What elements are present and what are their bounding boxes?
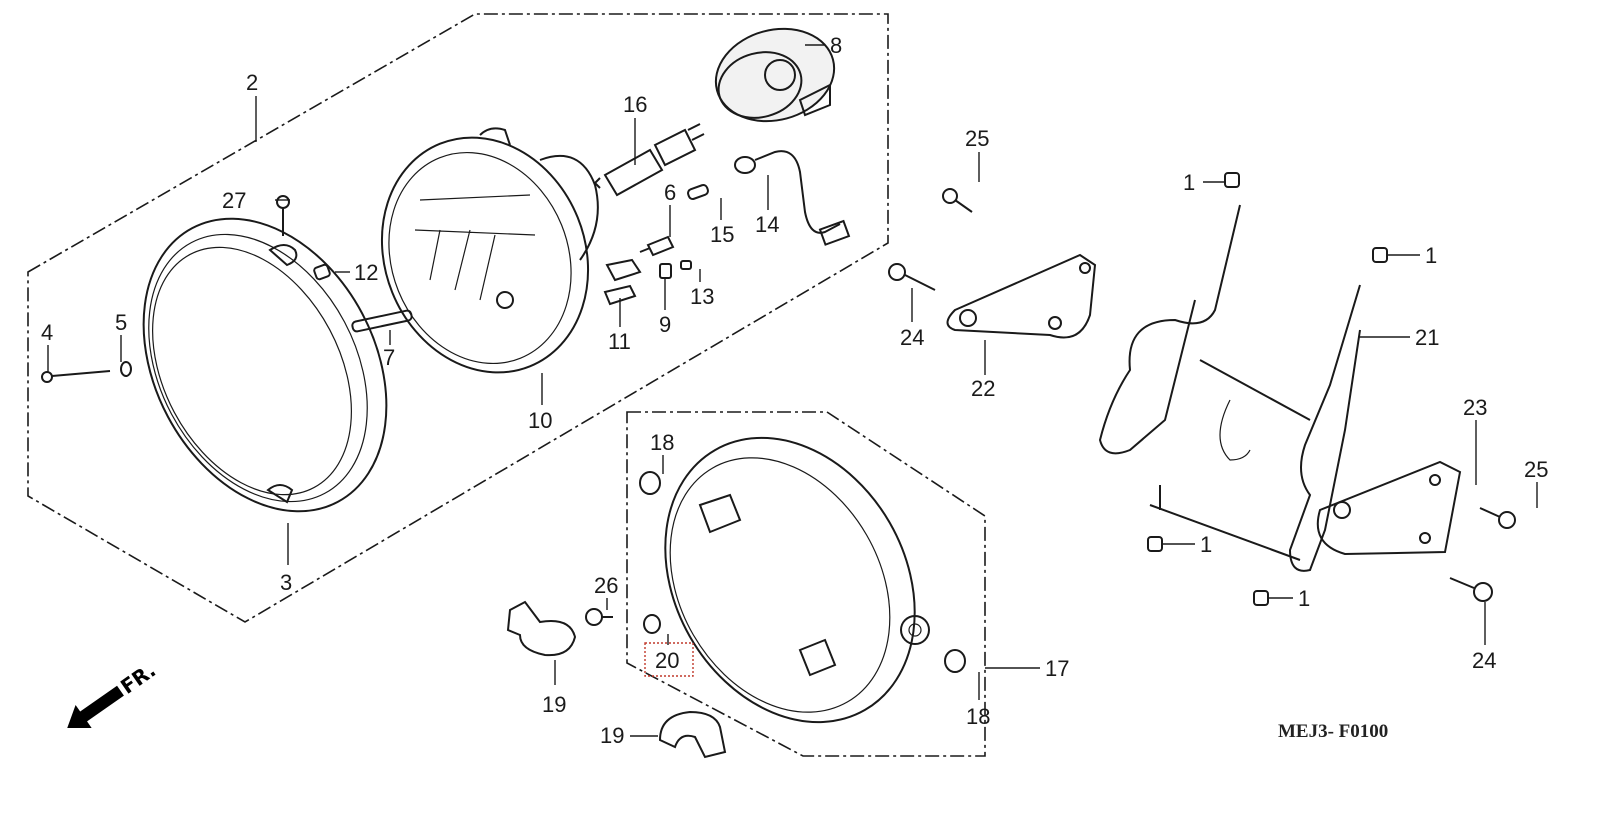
callout-1-mid: 1 bbox=[1200, 532, 1212, 557]
grommet-1b-part[interactable] bbox=[1372, 247, 1388, 263]
callout-24-right: 24 bbox=[1472, 648, 1496, 673]
callout-11: 11 bbox=[608, 329, 631, 354]
bolt-26-part[interactable] bbox=[585, 608, 613, 626]
bolt-25b-part[interactable] bbox=[1479, 507, 1516, 529]
washer-5-part[interactable] bbox=[120, 361, 132, 377]
callout-20[interactable]: 20 bbox=[655, 648, 679, 673]
clamp-19a-part[interactable] bbox=[506, 600, 577, 657]
small-bulb-15-part[interactable] bbox=[687, 184, 709, 200]
headlight-unit-part[interactable] bbox=[347, 106, 622, 403]
callout-1-top: 1 bbox=[1183, 170, 1195, 195]
callout-26: 26 bbox=[594, 573, 618, 598]
callout-19-bottom: 19 bbox=[600, 723, 624, 748]
callout-25-right: 25 bbox=[1524, 457, 1548, 482]
nut-20-part[interactable] bbox=[643, 614, 661, 634]
bolt-24a-part[interactable] bbox=[888, 263, 936, 291]
highlight-box-20 bbox=[644, 642, 694, 677]
callout-16: 16 bbox=[623, 92, 647, 117]
nut-12-part[interactable] bbox=[313, 263, 331, 281]
bolt-25a-part[interactable] bbox=[942, 188, 973, 213]
callout-19-left: 19 bbox=[542, 692, 566, 717]
spring-7-part[interactable] bbox=[351, 309, 413, 333]
callout-18-bottom: 18 bbox=[966, 704, 990, 729]
headlight-case-part[interactable] bbox=[615, 393, 964, 768]
headlight-stay-21-part[interactable] bbox=[1098, 204, 1361, 572]
socket-6-part[interactable] bbox=[639, 235, 675, 257]
socket-wire-part[interactable] bbox=[734, 150, 851, 246]
callout-1-right: 1 bbox=[1425, 243, 1437, 268]
plate-22-part[interactable] bbox=[946, 253, 1097, 339]
callout-21: 21 bbox=[1415, 325, 1439, 350]
screw-4-part[interactable] bbox=[41, 370, 111, 383]
callout-3: 3 bbox=[280, 570, 292, 595]
callout-10: 10 bbox=[528, 408, 552, 433]
callout-9: 9 bbox=[659, 312, 671, 337]
callout-7: 7 bbox=[383, 345, 395, 370]
nut-9-part[interactable] bbox=[659, 263, 672, 279]
clamp-19b-part[interactable] bbox=[658, 710, 727, 759]
grommet-1c-part[interactable] bbox=[1147, 536, 1163, 552]
callout-4: 4 bbox=[41, 320, 53, 345]
callout-13: 13 bbox=[690, 284, 714, 309]
bolt-24b-part[interactable] bbox=[1449, 577, 1493, 602]
callout-22: 22 bbox=[971, 376, 995, 401]
grommet-1d-part[interactable] bbox=[1253, 590, 1269, 606]
group-box-17 bbox=[626, 411, 986, 757]
callout-18-top: 18 bbox=[650, 430, 674, 455]
front-direction-indicator: FR. bbox=[67, 658, 160, 728]
group-box-2 bbox=[27, 13, 889, 623]
grommet-18b-part[interactable] bbox=[944, 649, 966, 673]
front-label: FR. bbox=[116, 658, 160, 699]
callout-25-left: 25 bbox=[965, 126, 989, 151]
figure-code: MEJ3- F0100 bbox=[1278, 721, 1388, 742]
dust-cover-part[interactable] bbox=[705, 16, 844, 134]
rim-ring-part[interactable] bbox=[95, 177, 435, 554]
screw-27-part[interactable] bbox=[276, 195, 290, 236]
leader-lines bbox=[47, 44, 1538, 737]
bracket-11-part[interactable] bbox=[603, 258, 642, 306]
callout-1-bottom: 1 bbox=[1298, 586, 1310, 611]
grommet-18a-part[interactable] bbox=[639, 471, 661, 495]
clip-13-part[interactable] bbox=[680, 260, 692, 270]
callout-5: 5 bbox=[115, 310, 127, 335]
callout-8: 8 bbox=[830, 33, 842, 58]
callout-15: 15 bbox=[710, 222, 734, 247]
arrow-left-icon bbox=[67, 685, 124, 728]
callout-6: 6 bbox=[664, 180, 676, 205]
grommet-1a-part[interactable] bbox=[1224, 172, 1240, 188]
callout-14: 14 bbox=[755, 212, 779, 237]
bulb-part[interactable] bbox=[593, 123, 705, 197]
callout-12: 12 bbox=[354, 260, 378, 285]
callout-24-left: 24 bbox=[900, 325, 924, 350]
callout-27: 27 bbox=[222, 188, 246, 213]
callout-2: 2 bbox=[246, 70, 258, 95]
callout-17: 17 bbox=[1045, 656, 1069, 681]
callout-23: 23 bbox=[1463, 395, 1487, 420]
plate-23-part[interactable] bbox=[1316, 460, 1462, 556]
